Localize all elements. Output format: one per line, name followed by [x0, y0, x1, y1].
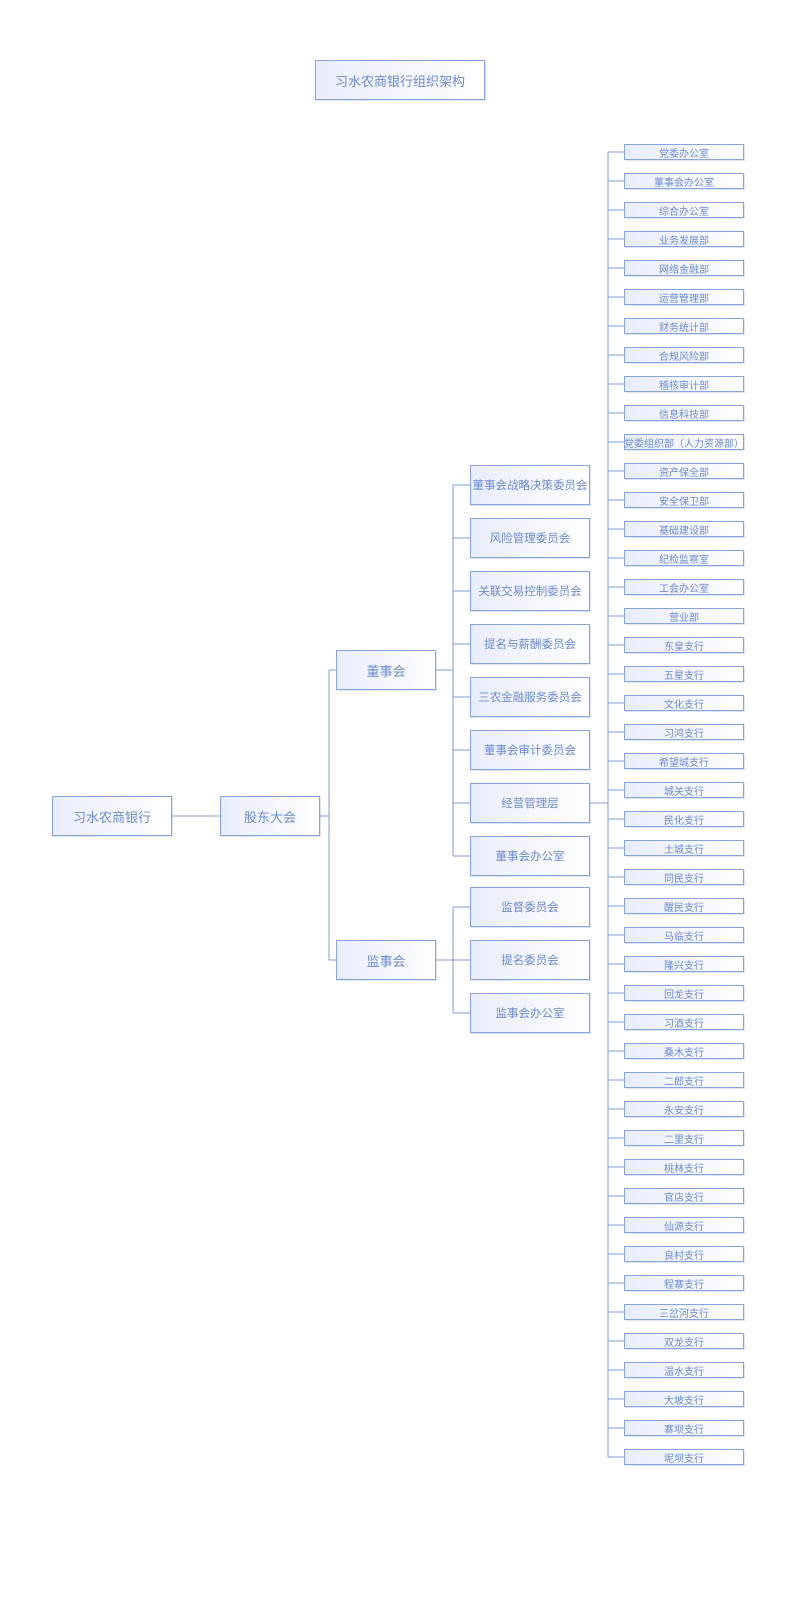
node-root-bank: 习水农商银行 [52, 796, 172, 836]
supervisory-committee-node: 监事会办公室 [470, 993, 590, 1033]
board-committee-node: 董事会办公室 [470, 836, 590, 876]
department-node: 党委组织部（人力资源部） [624, 434, 744, 450]
department-node: 习酒支行 [624, 1014, 744, 1030]
department-node: 安全保卫部 [624, 492, 744, 508]
department-node: 网络金融部 [624, 260, 744, 276]
node-board-of-directors: 董事会 [336, 650, 436, 690]
department-node: 城关支行 [624, 782, 744, 798]
department-node: 纪检监察室 [624, 550, 744, 566]
node-board-of-supervisors: 监事会 [336, 940, 436, 980]
department-node: 东皇支行 [624, 637, 744, 653]
department-node: 工会办公室 [624, 579, 744, 595]
department-node: 董事会办公室 [624, 173, 744, 189]
board-committee-node: 风险管理委员会 [470, 518, 590, 558]
department-node: 桑木支行 [624, 1043, 744, 1059]
department-node: 土城支行 [624, 840, 744, 856]
department-node: 习鸿支行 [624, 724, 744, 740]
node-shareholders-meeting: 股东大会 [220, 796, 320, 836]
department-node: 希望城支行 [624, 753, 744, 769]
board-committee-node: 经营管理层 [470, 783, 590, 823]
department-node: 五星支行 [624, 666, 744, 682]
department-node: 二郎支行 [624, 1072, 744, 1088]
department-node: 马临支行 [624, 927, 744, 943]
department-node: 三岔河支行 [624, 1304, 744, 1320]
department-node: 稽核审计部 [624, 376, 744, 392]
department-node: 民化支行 [624, 811, 744, 827]
department-node: 同民支行 [624, 869, 744, 885]
department-node: 良村支行 [624, 1246, 744, 1262]
department-node: 大坡支行 [624, 1391, 744, 1407]
department-node: 坭坝支行 [624, 1449, 744, 1465]
department-node: 寨坝支行 [624, 1420, 744, 1436]
chart-title: 习水农商银行组织架构 [315, 60, 485, 100]
department-node: 运营管理部 [624, 289, 744, 305]
board-committee-node: 董事会战略决策委员会 [470, 465, 590, 505]
department-node: 基础建设部 [624, 521, 744, 537]
department-node: 资产保全部 [624, 463, 744, 479]
department-node: 信息科技部 [624, 405, 744, 421]
board-committee-node: 董事会审计委员会 [470, 730, 590, 770]
department-node: 综合办公室 [624, 202, 744, 218]
department-node: 仙源支行 [624, 1217, 744, 1233]
department-node: 温水支行 [624, 1362, 744, 1378]
department-node: 二里支行 [624, 1130, 744, 1146]
department-node: 醒民支行 [624, 898, 744, 914]
board-committee-node: 关联交易控制委员会 [470, 571, 590, 611]
board-committee-node: 提名与薪酬委员会 [470, 624, 590, 664]
department-node: 隆兴支行 [624, 956, 744, 972]
department-node: 程寨支行 [624, 1275, 744, 1291]
board-committee-node: 三农金融服务委员会 [470, 677, 590, 717]
department-node: 财务统计部 [624, 318, 744, 334]
department-node: 业务发展部 [624, 231, 744, 247]
department-node: 回龙支行 [624, 985, 744, 1001]
department-node: 党委办公室 [624, 144, 744, 160]
department-node: 营业部 [624, 608, 744, 624]
department-node: 合规风险部 [624, 347, 744, 363]
department-node: 双龙支行 [624, 1333, 744, 1349]
supervisory-committee-node: 提名委员会 [470, 940, 590, 980]
department-node: 桃林支行 [624, 1159, 744, 1175]
department-node: 文化支行 [624, 695, 744, 711]
department-node: 永安支行 [624, 1101, 744, 1117]
supervisory-committee-node: 监督委员会 [470, 887, 590, 927]
department-node: 官店支行 [624, 1188, 744, 1204]
